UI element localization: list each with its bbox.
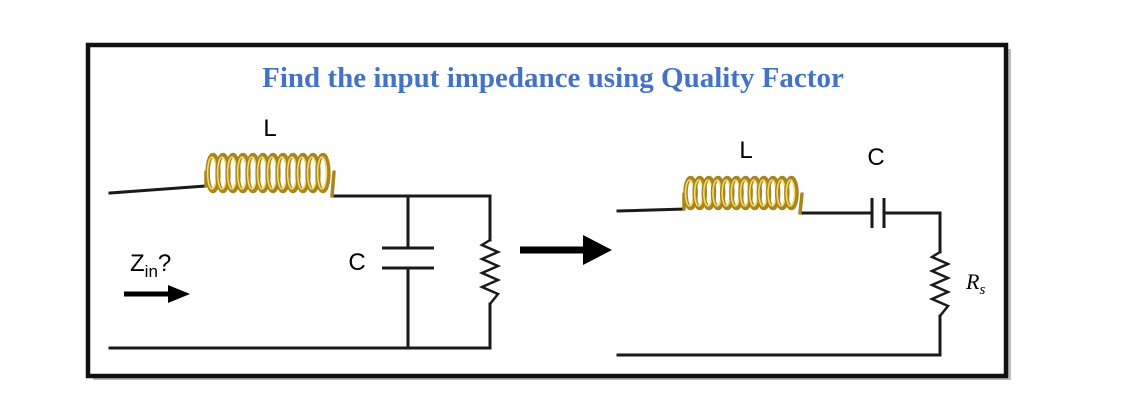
left-circuit: L C Zin? bbox=[108, 115, 502, 350]
left-inductor-label: L bbox=[263, 115, 276, 142]
coil-lead bbox=[798, 192, 804, 215]
coil-turn-highlight bbox=[316, 156, 328, 190]
right-inductor-label: L bbox=[739, 137, 752, 164]
coil-turn-highlight bbox=[785, 179, 796, 207]
resistor-zigzag bbox=[478, 238, 502, 305]
diagram-frame bbox=[85, 42, 1009, 379]
inductor-coil bbox=[204, 152, 336, 198]
left-top-wire bbox=[108, 184, 208, 195]
coil-lead bbox=[330, 170, 336, 198]
series-resistor-zigzag bbox=[928, 250, 952, 317]
left-capacitor-label: C bbox=[348, 249, 365, 276]
diagram-title: Find the input impedance using Quality F… bbox=[262, 62, 844, 94]
right-capacitor-label: C bbox=[867, 144, 884, 171]
right-arrow-icon bbox=[520, 235, 612, 265]
right-arrow-icon bbox=[124, 285, 190, 303]
input-impedance-label: Zin? bbox=[130, 250, 171, 281]
inductor-coil bbox=[682, 175, 804, 215]
series-resistor-label: Rs bbox=[965, 269, 985, 298]
right-top-wire-left bbox=[616, 207, 686, 213]
right-circuit: L C Rs bbox=[616, 137, 985, 357]
